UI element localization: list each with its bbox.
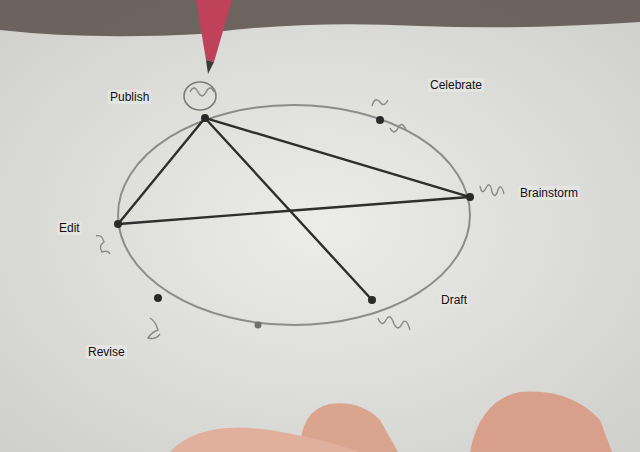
pencil-tip <box>206 60 214 74</box>
stage-dot: Edit <box>114 220 122 228</box>
connector-line <box>122 197 466 223</box>
finger <box>170 428 360 452</box>
pencil <box>196 0 232 62</box>
publish-loop <box>184 82 216 110</box>
stage-dot: Brainstorm <box>466 193 474 201</box>
cycle-dot <box>255 322 262 329</box>
stage-label: Revise <box>86 345 127 359</box>
stage-label: Edit <box>57 221 82 235</box>
stage-dot: Publish <box>201 114 209 122</box>
scribble <box>148 318 160 339</box>
scribble <box>372 100 406 132</box>
cycle-circle <box>118 105 470 325</box>
scribble <box>190 88 214 96</box>
stage-label: Publish <box>108 90 151 104</box>
stage-label: Brainstorm <box>518 186 580 200</box>
stage-dot: Revise <box>154 294 162 302</box>
background-edge <box>0 0 640 36</box>
scribble <box>96 236 110 254</box>
connector-line <box>208 121 370 297</box>
scribble <box>378 317 410 330</box>
handwriting-scribbles <box>96 88 504 339</box>
connector-stroke <box>121 121 203 221</box>
stage-label: Draft <box>439 293 469 307</box>
stage-label: Celebrate <box>428 78 484 92</box>
connector-line <box>121 121 203 221</box>
stage-dot: Celebrate <box>376 116 384 124</box>
connector-stroke <box>122 197 466 223</box>
stage-dot: Draft <box>368 296 376 304</box>
scribble <box>480 185 504 196</box>
connector-stroke <box>209 119 466 196</box>
connector-line <box>209 119 466 196</box>
finger <box>470 392 612 452</box>
connector-stroke <box>208 121 370 297</box>
